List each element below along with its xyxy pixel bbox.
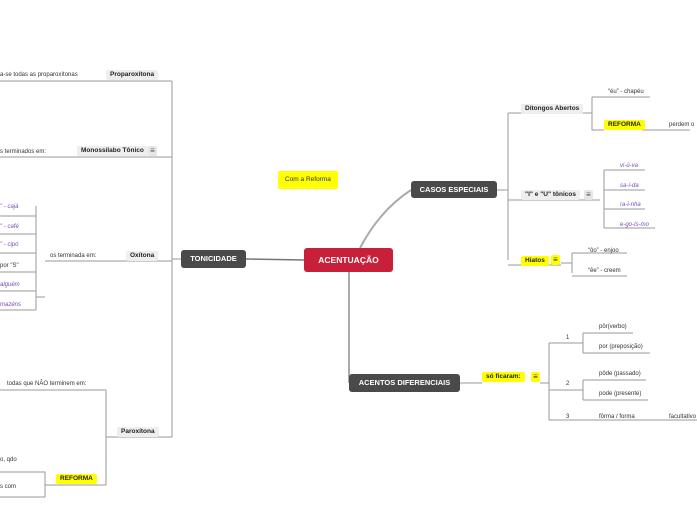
group-item: pode (presente): [599, 391, 642, 397]
group-item: pôde (passado): [599, 371, 641, 377]
oxitona-item: alguém: [0, 282, 20, 288]
ditongos-node[interactable]: Ditongos Abertos: [521, 104, 584, 114]
ditongos-reforma-text: perdem o: [669, 122, 695, 128]
notes-icon[interactable]: ≡: [584, 190, 593, 200]
paroxitona-reforma[interactable]: REFORMA: [56, 474, 97, 484]
root-node[interactable]: ACENTUAÇÃO: [304, 248, 393, 272]
iu-item: e-go-ís-mo: [620, 222, 650, 228]
group-number: 1: [566, 335, 570, 341]
so-ficaram-node[interactable]: só ficaram:: [482, 372, 525, 382]
oxitona-text: os terminada em:: [50, 253, 97, 259]
group-item: fôrma / forma: [599, 414, 635, 420]
oxitona-item: " - café: [0, 224, 19, 230]
proparoxitona-text: a-se todas as proparoxítonas: [0, 72, 78, 78]
notes-icon[interactable]: ≡: [551, 255, 560, 265]
oxitona-item: por "S": [0, 263, 19, 269]
oxitona-node[interactable]: Oxítona: [126, 251, 159, 261]
hiato-item: “êe” - creem: [588, 268, 621, 274]
group-item: facultativo: [669, 414, 697, 420]
iu-item: ra-i-nha: [620, 202, 641, 208]
oxitona-item: mazéns: [0, 302, 22, 308]
notes-icon[interactable]: ≡: [148, 146, 157, 156]
monossilabo-text: s terminados em:: [0, 149, 47, 155]
oxitona-item: " - cajá: [0, 204, 19, 210]
paroxitona-node[interactable]: Paroxítona: [117, 427, 159, 437]
group-item: pôr(verbo): [599, 324, 627, 330]
paroxitona-note: o, qdo: [0, 457, 17, 463]
casos-especiais-node[interactable]: CASOS ESPECIAIS: [411, 181, 497, 198]
oxitona-item: " - cipó: [0, 242, 19, 248]
group-number: 3: [566, 414, 570, 420]
reforma-box[interactable]: Com a Reforma: [278, 171, 338, 189]
group-item: por (preposição): [599, 344, 643, 350]
proparoxitona-node[interactable]: Proparoxítona: [106, 70, 159, 80]
iu-item: vi-ú-va: [620, 163, 639, 169]
iu-tonicos-node[interactable]: "I" e "U" tônicos: [521, 190, 580, 200]
paroxitona-box-text: s com: [0, 484, 17, 490]
notes-icon[interactable]: ≡: [531, 372, 540, 382]
paroxitona-text: todas que NÃO terminem em:: [7, 381, 87, 387]
monossilabo-node[interactable]: Monossílabo Tônico: [77, 146, 148, 156]
group-number: 2: [566, 381, 570, 387]
ditongos-reforma[interactable]: REFORMA: [604, 120, 645, 130]
acentos-diferenciais-node[interactable]: ACENTOS DIFERENCIAIS: [349, 374, 460, 392]
ditongo-example: “éu” - chapéu: [608, 89, 644, 95]
hiatos-node[interactable]: Hiatos: [521, 256, 549, 266]
iu-item: sa-í-da: [620, 183, 639, 189]
tonicidade-node[interactable]: TONICIDADE: [181, 250, 246, 268]
hiato-item: “ôo” - enjoo: [588, 248, 619, 254]
